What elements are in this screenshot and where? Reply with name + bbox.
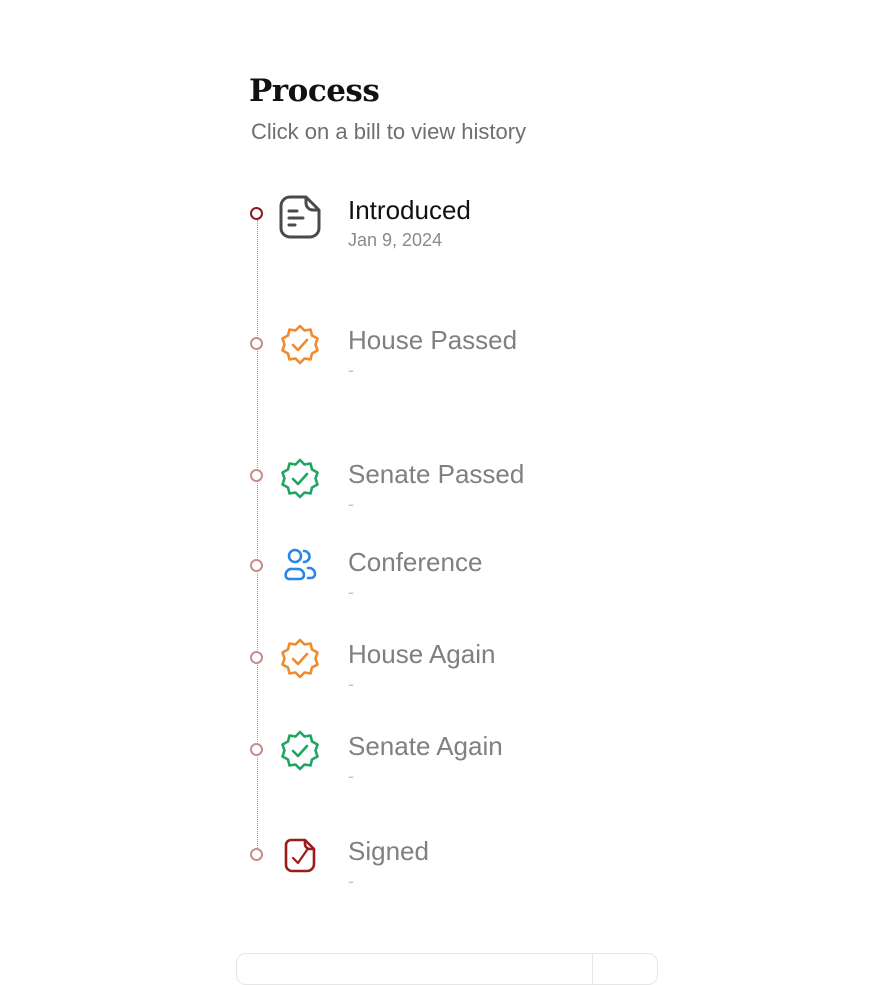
step-date: Jan 9, 2024	[348, 230, 443, 250]
timeline-dot	[250, 207, 263, 220]
timeline-dot	[250, 559, 263, 572]
bottom-card	[236, 953, 658, 985]
badge-check-icon	[278, 323, 322, 367]
step-date: -	[348, 360, 354, 380]
step-label: Introduced	[348, 195, 471, 225]
badge-check-icon	[278, 637, 322, 681]
users-icon	[278, 545, 322, 589]
bottom-card-divider	[592, 954, 593, 984]
step-label: Senate Passed	[348, 459, 525, 489]
timeline-dot	[250, 848, 263, 861]
timeline-step-house-passed[interactable]: House Passed -	[0, 323, 877, 383]
step-label: House Passed	[348, 325, 518, 355]
timeline-step-senate-again[interactable]: Senate Again -	[0, 729, 877, 789]
timeline-step-house-again[interactable]: House Again -	[0, 637, 877, 697]
document-icon	[278, 193, 322, 239]
step-date: -	[348, 871, 354, 891]
timeline-connector	[257, 220, 258, 850]
timeline-step-conference[interactable]: Conference -	[0, 545, 877, 605]
timeline-dot	[250, 743, 263, 756]
step-date: -	[348, 766, 354, 786]
timeline-dot	[250, 651, 263, 664]
signed-document-icon	[283, 836, 327, 880]
step-label: Senate Again	[348, 731, 503, 761]
timeline-dot	[250, 337, 263, 350]
step-label: Signed	[348, 836, 429, 866]
timeline-step-senate-passed[interactable]: Senate Passed -	[0, 457, 877, 517]
step-date: -	[348, 582, 354, 602]
step-label: Conference	[348, 547, 483, 577]
step-date: -	[348, 494, 354, 514]
step-label: House Again	[348, 639, 496, 669]
timeline-step-introduced[interactable]: Introduced Jan 9, 2024	[0, 193, 877, 253]
badge-check-icon	[278, 457, 322, 501]
badge-check-icon	[278, 729, 322, 773]
step-date: -	[348, 674, 354, 694]
timeline-dot	[250, 469, 263, 482]
page-title: Process	[249, 73, 380, 109]
timeline-step-signed[interactable]: Signed -	[0, 834, 877, 894]
page-subtitle: Click on a bill to view history	[251, 119, 527, 144]
